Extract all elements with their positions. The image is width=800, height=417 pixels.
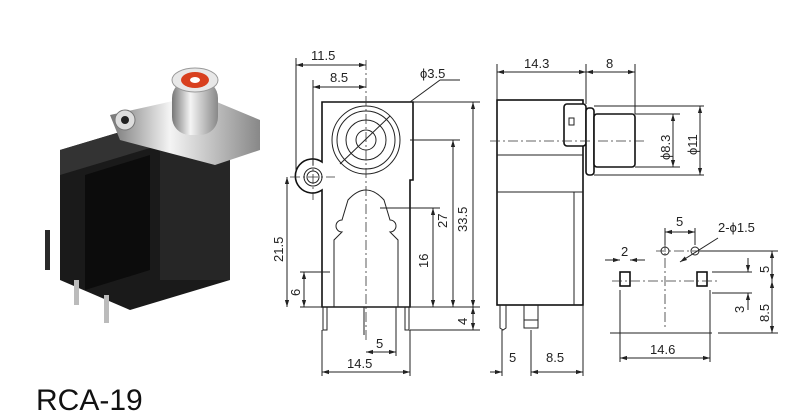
dim-phi-8-3: ϕ8.3 (658, 135, 673, 160)
front-view-dimensions: 11.5 8.5 ϕ3.5 33.5 27 16 4 21.5 6 5 14.5 (271, 48, 480, 376)
dim-pin-pitch-5: 5 (376, 336, 383, 351)
side-view (490, 99, 645, 331)
dim-33-5: 33.5 (455, 207, 470, 232)
dim-vert-8-5: 8.5 (757, 304, 772, 322)
pcb-footprint-dimensions: 5 2-ϕ1.5 2 14.6 5 8.5 3 (605, 214, 778, 362)
front-view (290, 60, 441, 340)
dim-8: 8 (606, 56, 613, 71)
dim-21-5: 21.5 (271, 237, 286, 262)
dim-phi-3-5: ϕ3.5 (420, 66, 445, 81)
dim-vert-5: 5 (757, 266, 772, 273)
dim-16: 16 (416, 254, 431, 268)
dim-14-5: 14.5 (347, 356, 372, 371)
dim-8-5: 8.5 (330, 70, 348, 85)
dim-6: 6 (288, 289, 303, 296)
dim-27: 27 (435, 214, 450, 228)
dim-11-5: 11.5 (311, 48, 335, 63)
dim-hole-pitch-5: 5 (676, 214, 683, 229)
dim-2-phi-1-5: 2-ϕ1.5 (718, 220, 755, 235)
dim-pin-offset-5: 5 (509, 350, 516, 365)
dim-pad-height-3: 3 (732, 306, 747, 313)
product-photo (45, 67, 260, 323)
dim-14-3: 14.3 (524, 56, 549, 71)
dim-4: 4 (455, 318, 470, 325)
dim-pad-width-2: 2 (621, 244, 628, 259)
dim-phi-11: ϕ11 (685, 134, 700, 155)
model-title: RCA-19 (36, 384, 143, 417)
side-view-dimensions: 14.3 8 ϕ8.3 ϕ11 5 8.5 (490, 56, 704, 376)
dim-14-6: 14.6 (650, 342, 675, 357)
dim-8-5-side: 8.5 (546, 350, 564, 365)
